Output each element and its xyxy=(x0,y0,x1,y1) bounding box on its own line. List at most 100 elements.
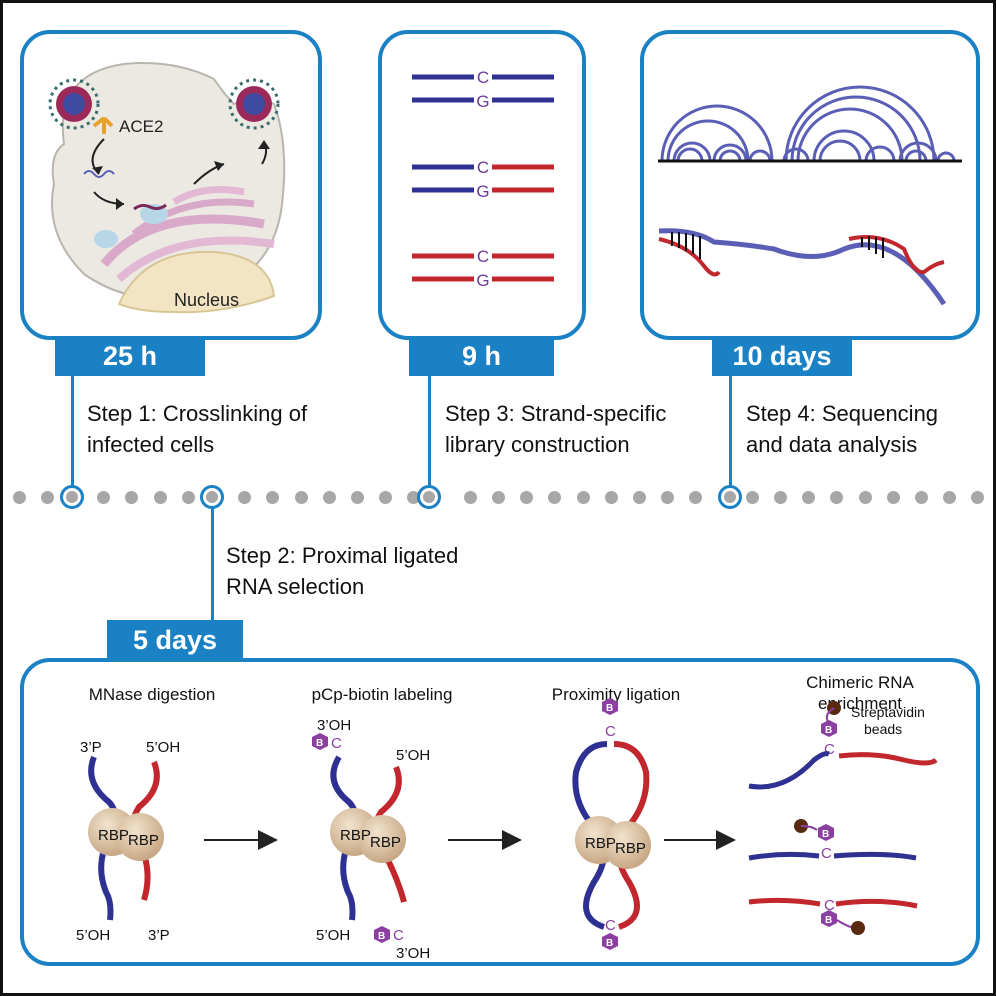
biotin-icon xyxy=(374,926,390,943)
end-5oh-label: 5’OH xyxy=(146,739,180,756)
step3-time-badge: 9 h xyxy=(409,336,554,376)
timeline-dot xyxy=(914,490,928,504)
step4-connector xyxy=(729,376,732,486)
rbp-label: RBP xyxy=(370,834,401,851)
biotin-icon xyxy=(821,910,837,927)
timeline-dot xyxy=(689,490,703,504)
infected-cell-illustration: ACE2 Nucleus xyxy=(48,62,286,314)
timeline-milestone-marker xyxy=(417,485,441,509)
step2-time-badge: 5 days xyxy=(107,620,243,660)
rbp-label: RBP xyxy=(340,827,371,844)
timeline-dot xyxy=(294,490,308,504)
end-5oh-label: 5’OH xyxy=(396,747,430,764)
step1-time-badge: 25 h xyxy=(55,336,205,376)
biotin-label: B xyxy=(822,829,829,840)
cytidine-label: C xyxy=(824,897,835,914)
timeline-dot xyxy=(266,490,280,504)
biotin-label: B xyxy=(378,931,385,942)
timeline-dot xyxy=(322,490,336,504)
step2-connector xyxy=(211,506,214,628)
rna-selection-illustration: RBP RBP 3’P 5’OH 5’OH 3’P RBP RBP 3’OH B… xyxy=(76,698,938,962)
substep-mnase-title: MNase digestion xyxy=(88,685,216,704)
biotin-icon xyxy=(602,698,618,715)
biotin-label: B xyxy=(825,725,832,736)
step2-label-line1: Step 2: Proximal ligated xyxy=(226,543,459,568)
base-c-label: C xyxy=(477,68,489,87)
base-g-label: G xyxy=(476,271,489,290)
timeline-dot xyxy=(632,490,646,504)
step4-label-line1: Step 4: Sequencing xyxy=(746,401,939,426)
step3-label-line1: Step 3: Strand-specific xyxy=(445,401,667,426)
cytidine-label: C xyxy=(824,741,835,758)
step3-panel: C G C G C G xyxy=(378,30,586,340)
step4-label-line2: and data analysis xyxy=(746,432,918,457)
timeline-dot xyxy=(943,490,957,504)
timeline-dot xyxy=(181,490,195,504)
end-3p-label: 3’P xyxy=(148,927,170,944)
ace2-label: ACE2 xyxy=(119,117,163,136)
rbp-label: RBP xyxy=(98,827,129,844)
step1-connector xyxy=(71,376,74,486)
rbp-label: RBP xyxy=(128,832,159,849)
timeline-dot xyxy=(125,490,139,504)
timeline-dot xyxy=(661,490,675,504)
timeline-dot xyxy=(745,490,759,504)
biotin-icon xyxy=(818,824,834,841)
step1-label-line2: infected cells xyxy=(87,432,215,457)
timeline-dot xyxy=(491,490,505,504)
timeline-dot xyxy=(971,490,985,504)
step1-description: Step 1: Crosslinking of infected cells xyxy=(87,398,307,460)
biotin-icon xyxy=(602,933,618,950)
biotin-icon xyxy=(312,733,328,750)
biotin-label: B xyxy=(316,738,323,749)
streptavidin-bead-icon xyxy=(851,921,865,935)
timeline-dot xyxy=(97,490,111,504)
rbp-label: RBP xyxy=(615,840,646,857)
timeline-dot xyxy=(858,490,872,504)
biotin-label: B xyxy=(606,703,613,714)
base-g-label: G xyxy=(476,92,489,111)
nucleus-shape xyxy=(117,250,276,314)
timeline-dot xyxy=(238,490,252,504)
cytidine-label: C xyxy=(821,845,832,862)
timeline-dot xyxy=(548,490,562,504)
virus-icon xyxy=(48,78,100,130)
timeline-dot xyxy=(886,490,900,504)
end-5oh-label: 5’OH xyxy=(76,927,110,944)
step4-panel xyxy=(640,30,980,340)
sequencing-analysis-illustration xyxy=(658,85,962,306)
biotin-label: B xyxy=(825,915,832,926)
timeline-dot xyxy=(12,490,26,504)
strand-library-illustration: C G C G C G xyxy=(412,68,554,290)
step1-label-line1: Step 1: Crosslinking of xyxy=(87,401,308,426)
timeline-dot xyxy=(40,490,54,504)
step3-label-line2: library construction xyxy=(445,432,630,457)
biotin-label: B xyxy=(606,938,613,949)
streptavidin-label-line1: Streptavidin xyxy=(851,704,925,720)
virus-icon xyxy=(228,78,280,130)
nucleus-label: Nucleus xyxy=(174,290,239,310)
cytidine-label: C xyxy=(605,917,616,934)
base-g-label: G xyxy=(476,182,489,201)
timeline-dot xyxy=(802,490,816,504)
substep-pcp-title: pCp-biotin labeling xyxy=(311,685,453,704)
end-3p-label: 3’P xyxy=(80,739,102,756)
base-c-label: C xyxy=(477,247,489,266)
timeline-dot xyxy=(463,490,477,504)
cytidine-label: C xyxy=(331,735,342,752)
step4-description: Step 4: Sequencing and data analysis xyxy=(746,398,938,460)
timeline-dot xyxy=(604,490,618,504)
substep-ligation-title: Proximity ligation xyxy=(551,685,681,704)
timeline-dot xyxy=(379,490,393,504)
step1-panel: ACE2 Nucleus xyxy=(20,30,322,340)
timeline-milestone-marker xyxy=(60,485,84,509)
step2-description: Step 2: Proximal ligated RNA selection xyxy=(226,540,458,602)
cytidine-label: C xyxy=(393,927,404,944)
timeline-dot xyxy=(830,490,844,504)
timeline-dot xyxy=(773,490,787,504)
timeline-milestone-marker xyxy=(200,485,224,509)
step4-time-badge: 10 days xyxy=(712,336,852,376)
timeline-dot xyxy=(576,490,590,504)
step2-panel: MNase digestion pCp-biotin labeling Prox… xyxy=(20,658,980,966)
ace2-receptor-icon xyxy=(92,116,114,134)
